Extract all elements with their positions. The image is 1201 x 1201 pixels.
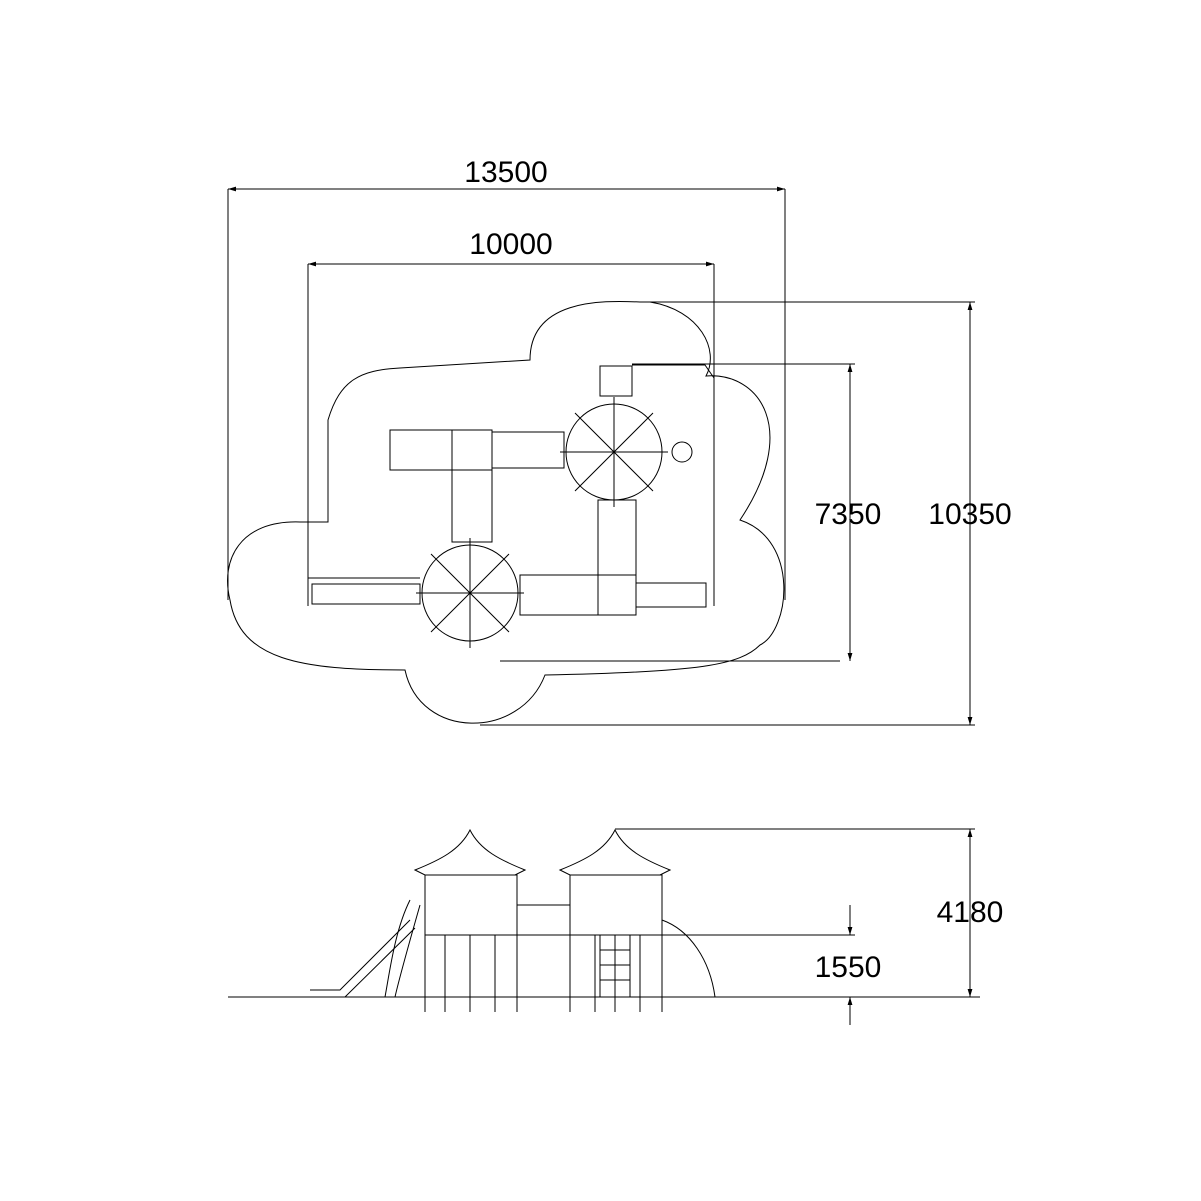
safety-zone-outline (227, 300, 785, 724)
plan-view: 13500 10000 7350 10350 (227, 156, 1012, 726)
equipment-elevation (310, 828, 716, 1012)
dimension-overall-depth: 10350 (928, 498, 1011, 531)
elevation-view: 4180 1550 (228, 828, 1004, 1025)
dimension-equipment-depth: 7350 (815, 498, 882, 531)
tower-2 (416, 538, 524, 648)
dimension-equipment-width: 10000 (469, 228, 552, 261)
dimension-platform-height: 1550 (815, 951, 882, 984)
dimension-overall-width: 13500 (464, 156, 547, 189)
equipment-footprint (307, 364, 840, 662)
bridges (311, 365, 707, 616)
dimension-total-height: 4180 (937, 896, 1004, 929)
tower-1 (560, 397, 668, 507)
